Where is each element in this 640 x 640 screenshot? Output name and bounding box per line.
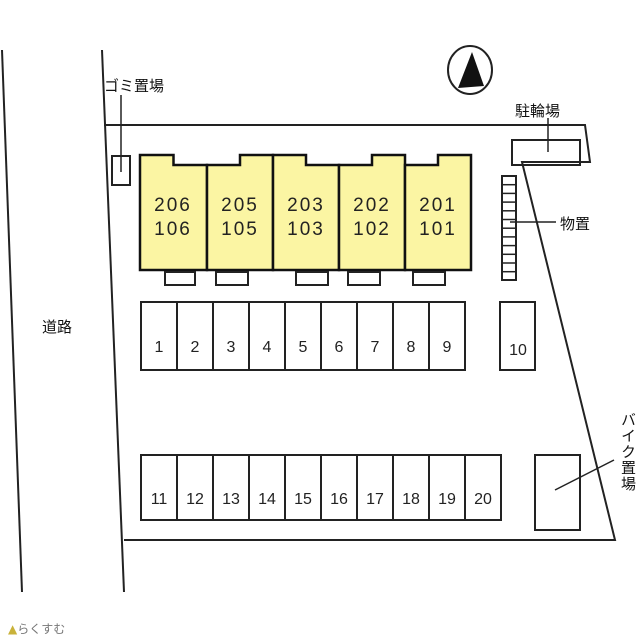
unit-lower-number: 105: [221, 219, 259, 240]
unit-102: [337, 153, 407, 272]
unit-upper-number: 202: [353, 195, 391, 216]
parking-number: 1: [154, 339, 164, 357]
parking-space-2: [176, 301, 214, 371]
step: [215, 271, 249, 286]
parking-space-20: [464, 454, 502, 521]
parking-space-14: [248, 454, 286, 521]
motorbike-parking: [534, 454, 581, 531]
parking-number: 18: [402, 490, 420, 508]
parking-space-10: [499, 301, 536, 371]
parking-space-13: [212, 454, 250, 521]
parking-number: 9: [442, 339, 452, 357]
parking-number: 15: [294, 490, 312, 508]
parking-number: 7: [370, 339, 380, 357]
unit-101: [403, 153, 473, 272]
parking-space-17: [356, 454, 394, 521]
parking-number: 17: [366, 490, 384, 508]
parking-number: 2: [190, 339, 200, 357]
parking-space-3: [212, 301, 250, 371]
road-label: 道路: [42, 318, 73, 336]
parking-number: 8: [406, 339, 416, 357]
parking-number: 16: [330, 490, 348, 508]
entrance-steps: [164, 271, 446, 286]
step: [347, 271, 381, 286]
parking-space-11: [140, 454, 178, 521]
parking-space-4: [248, 301, 286, 371]
brand-name: らくすむ: [17, 622, 66, 636]
step: [164, 271, 196, 286]
road-edge-right: [101, 49, 125, 593]
brand-logo: ▲らくすむ: [8, 620, 65, 637]
parking-space-1: [140, 301, 178, 371]
parking-number: 11: [150, 490, 168, 508]
house-icon: ▲: [8, 622, 18, 636]
bicycle-parking: [511, 139, 581, 166]
unit-upper-number: 203: [287, 195, 325, 216]
parking-number: 6: [334, 339, 344, 357]
parking-number: 10: [509, 342, 527, 359]
unit-upper-number: 201: [419, 195, 457, 216]
parking-number: 13: [222, 490, 240, 508]
parking-space-12: [176, 454, 214, 521]
parking-space-5: [284, 301, 322, 371]
unit-upper-number: 205: [221, 195, 259, 216]
north-arrow-icon: [447, 45, 493, 95]
parking-space-16: [320, 454, 358, 521]
step: [412, 271, 446, 286]
parking-number: 20: [474, 490, 492, 508]
motorbike-leader: [554, 459, 615, 491]
unit-upper-number: 206: [154, 195, 192, 216]
parking-row-2: [140, 454, 502, 521]
site-boundary: [104, 124, 617, 541]
parking-space-19: [428, 454, 466, 521]
unit-lower-number: 102: [353, 219, 391, 240]
parking-space-15: [284, 454, 322, 521]
storage-label: 物置: [560, 215, 591, 233]
trash-area-label: ゴミ置場: [104, 77, 165, 95]
parking-space-18: [392, 454, 430, 521]
parking-number: 14: [258, 490, 276, 508]
unit-lower-number: 101: [419, 219, 457, 240]
step: [295, 271, 329, 286]
unit-lower-number: 106: [154, 219, 192, 240]
parking-row-1: [140, 301, 466, 371]
storage-shed: [501, 175, 517, 281]
parking-space-8: [392, 301, 430, 371]
parking-space-9: [428, 301, 466, 371]
parking-space-7: [356, 301, 394, 371]
parking-number: 12: [186, 490, 204, 508]
unit-lower-number: 103: [287, 219, 325, 240]
building: [138, 153, 473, 272]
parking-space-6: [320, 301, 358, 371]
bicycle-parking-label: 駐輪場: [515, 102, 561, 120]
road-edge-left: [1, 49, 23, 593]
parking-number: 3: [226, 339, 236, 357]
motorbike-parking-label: バイク置場: [619, 412, 637, 492]
parking-number: 19: [438, 490, 456, 508]
parking-number: 5: [298, 339, 308, 357]
parking-number: 4: [262, 339, 272, 357]
